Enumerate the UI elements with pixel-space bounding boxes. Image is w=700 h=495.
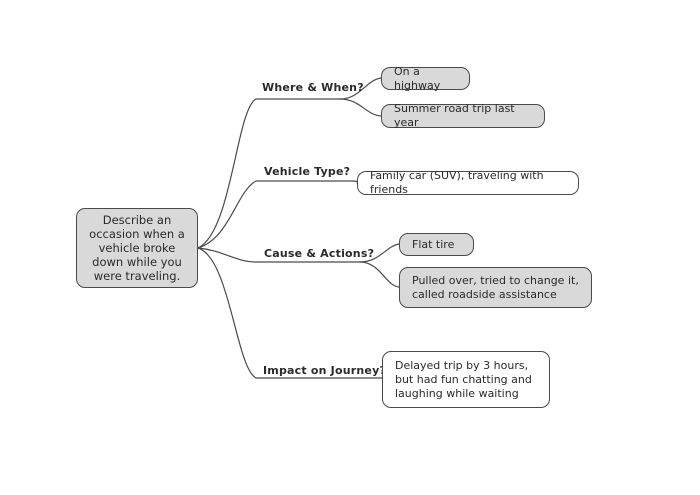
leaf-flat-tire: Flat tire (399, 233, 474, 256)
link-root-branch-1 (197, 98, 341, 249)
branch-label-where-when: Where & When? (262, 81, 364, 94)
link-branch-3-child-2 (359, 261, 400, 288)
root-topic-text: Describe an occasion when a vehicle brok… (89, 213, 185, 283)
root-topic: Describe an occasion when a vehicle brok… (76, 208, 198, 288)
leaf-text: On a highway (394, 64, 441, 92)
link-root-branch-4 (197, 247, 373, 379)
link-branch-1-child-1 (339, 77, 382, 100)
link-branch-3-child-1 (359, 243, 400, 263)
leaf-text: Family car (SUV), traveling with friends (370, 169, 544, 196)
branch-label-cause-actions: Cause & Actions? (264, 247, 375, 260)
branch-label-impact-journey: Impact on Journey? (263, 364, 387, 377)
branch-label-vehicle-type: Vehicle Type? (264, 165, 351, 178)
link-root-branch-3 (197, 247, 361, 263)
leaf-pulled-over: Pulled over, tried to change it, called … (399, 267, 592, 308)
leaf-text: Summer road trip last year (394, 102, 515, 129)
link-root-branch-2 (197, 180, 353, 249)
link-branch-1-child-2 (339, 98, 382, 117)
leaf-family-car: Family car (SUV), traveling with friends (357, 169, 579, 196)
leaf-text: Flat tire (412, 237, 455, 251)
leaf-delayed-trip: Delayed trip by 3 hours, but had fun cha… (382, 351, 550, 408)
leaf-on-a-highway: On a highway (381, 64, 470, 92)
leaf-text: Delayed trip by 3 hours, but had fun cha… (395, 358, 532, 400)
leaf-summer-road-trip: Summer road trip last year (381, 102, 545, 129)
leaf-text: Pulled over, tried to change it, called … (412, 273, 579, 301)
